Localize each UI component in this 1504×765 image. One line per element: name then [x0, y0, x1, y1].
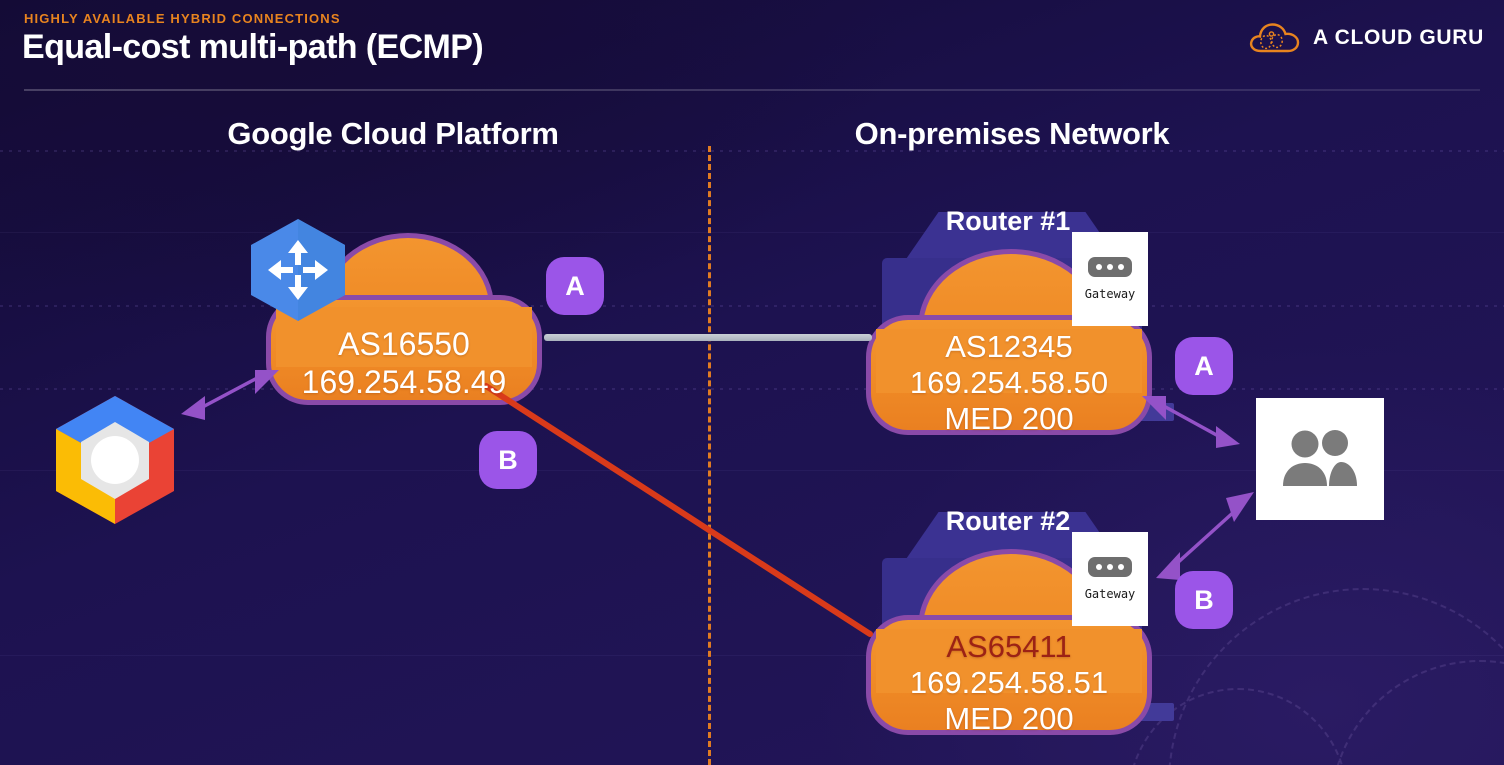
double-arrow-icon [1156, 492, 1254, 580]
gateway-device-icon [1088, 257, 1132, 277]
gateway-card-1: Gateway [1072, 232, 1148, 326]
bg-arc [1128, 688, 1348, 765]
gateway-led [1096, 564, 1102, 570]
router-2-ip: 169.254.58.51 [909, 665, 1109, 700]
section-title-gcp: Google Cloud Platform [227, 116, 559, 151]
router-2-med: MED 200 [944, 701, 1074, 736]
router-1-cloud-node: AS12345 169.254.58.50 MED 200 [866, 249, 1152, 437]
gcp-cloud-node: AS16550 169.254.58.49 [266, 233, 542, 405]
gateway-led [1118, 564, 1124, 570]
bg-hairline [0, 232, 1504, 233]
path-a-link [544, 334, 872, 341]
double-arrow-icon [1142, 396, 1240, 448]
page-title: Equal-cost multi-path (ECMP) [22, 28, 484, 66]
cloud-seam-mask [876, 329, 1142, 393]
brand-name: A CLOUD GURU [1313, 26, 1484, 49]
brand-logo: A CLOUD GURU [1248, 20, 1484, 56]
gcp-ip: 169.254.58.49 [301, 364, 507, 400]
router-2-asn: AS65411 [946, 629, 1072, 664]
bg-arc [1330, 660, 1504, 765]
cloud-router-icon [251, 219, 345, 321]
bg-dot-row [0, 305, 1504, 307]
cloud-outline-icon [1249, 23, 1300, 53]
gcp-cloud-text: AS16550 169.254.58.49 [266, 325, 542, 401]
gateway-caption: Gateway [1084, 587, 1136, 601]
cloud-seam-mask [876, 629, 1142, 693]
users-card [1256, 398, 1384, 520]
google-cloud-platform-logo [56, 396, 174, 524]
cloud-seam-mask [276, 307, 532, 367]
badge-path-b-onprem[interactable]: B [1175, 571, 1233, 629]
slide-header: HIGHLY AVAILABLE HYBRID CONNECTIONS Equa… [0, 0, 1504, 92]
section-title-onprem: On-premises Network [854, 116, 1170, 151]
badge-path-a-onprem[interactable]: A [1175, 337, 1233, 395]
boundary-divider [708, 146, 711, 765]
badge-path-a-gcp[interactable]: A [546, 257, 604, 315]
router-2-cloud-text: AS65411 169.254.58.51 MED 200 [866, 629, 1152, 737]
router-1-asn: AS12345 [945, 329, 1073, 364]
header-eyebrow: HIGHLY AVAILABLE HYBRID CONNECTIONS [24, 11, 341, 26]
header-divider [24, 89, 1480, 91]
users-icon [1283, 430, 1357, 486]
gateway-caption: Gateway [1084, 287, 1136, 301]
router-label: Router #2 [945, 506, 1071, 536]
router-1-med: MED 200 [944, 401, 1074, 436]
gateway-led [1096, 264, 1102, 270]
router-label: Router #1 [945, 206, 1071, 236]
gcp-asn: AS16550 [338, 326, 470, 362]
gateway-led [1118, 264, 1124, 270]
double-arrow-icon [181, 370, 279, 420]
badge-path-b-gcp[interactable]: B [479, 431, 537, 489]
gateway-card-2: Gateway [1072, 532, 1148, 626]
router-1-cloud-text: AS12345 169.254.58.50 MED 200 [866, 329, 1152, 437]
gateway-led [1107, 564, 1113, 570]
gateway-led [1107, 264, 1113, 270]
router-1-ip: 169.254.58.50 [909, 365, 1109, 400]
bg-hairline [0, 655, 1504, 656]
gateway-device-icon [1088, 557, 1132, 577]
path-b-link [483, 383, 873, 637]
